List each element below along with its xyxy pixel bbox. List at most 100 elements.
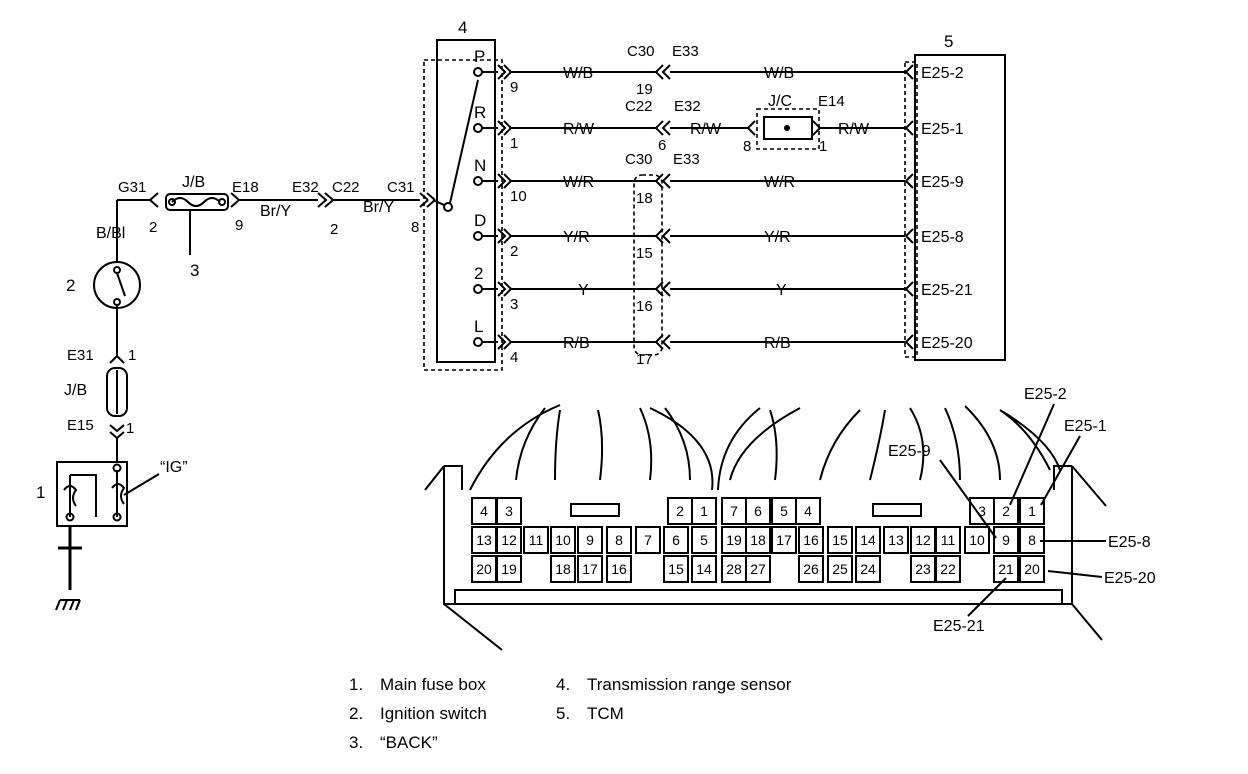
c30-pin: 17 <box>636 351 653 368</box>
position-label: R <box>474 103 486 122</box>
mid-connector-labels: C30 E33 C22 E32 C30 E33 <box>625 43 701 356</box>
c30-pin: 19 <box>636 81 653 98</box>
connector-cell: 11 <box>523 526 549 554</box>
tcm-pin: E25-2 <box>921 65 964 82</box>
position-label: 2 <box>474 264 483 283</box>
e33-mid-label: E33 <box>673 151 700 168</box>
tcm-pin: E25-1 <box>921 121 964 138</box>
connector-cell: 14 <box>855 526 881 554</box>
svg-text:18: 18 <box>750 532 766 548</box>
back-number: 3 <box>190 261 199 280</box>
sensor-pin: 10 <box>510 188 527 205</box>
svg-text:11: 11 <box>941 532 956 548</box>
callout-e25-9: E25-9 <box>888 443 931 460</box>
e18-pin: 9 <box>235 217 243 234</box>
e18-label: E18 <box>232 179 259 196</box>
c22-label: C22 <box>332 179 360 196</box>
ig-label: “IG” <box>160 459 188 476</box>
svg-text:1: 1 <box>700 503 708 519</box>
wire-right-label: R/W <box>838 121 870 138</box>
ignition-switch <box>93 261 141 309</box>
tcm-chevron <box>904 120 914 136</box>
jc-label: J/C <box>768 93 792 110</box>
connector-cell: 24 <box>855 555 881 583</box>
c22-pin: 2 <box>330 221 338 238</box>
contact-terminal <box>473 67 483 77</box>
connector-chevron <box>654 281 671 297</box>
wire-left-label: Y/R <box>563 229 590 246</box>
tcm-pin: E25-20 <box>921 335 973 352</box>
position-label: D <box>474 211 486 230</box>
tcm-chevron <box>904 64 914 80</box>
svg-text:19: 19 <box>501 561 517 577</box>
tcm-pin: E25-8 <box>921 229 964 246</box>
wire-left-label: W/R <box>563 174 594 191</box>
connector-cell: 15 <box>827 526 853 554</box>
tcm-chevron <box>904 281 914 297</box>
e15-label: E15 <box>67 417 94 434</box>
callout-e25-20: E25-20 <box>1104 570 1156 587</box>
svg-text:23: 23 <box>915 561 931 577</box>
svg-text:20: 20 <box>476 561 492 577</box>
sensor-pin: 3 <box>510 296 518 313</box>
svg-text:3: 3 <box>505 503 513 519</box>
legend-item: 1.Main fuse box <box>349 675 486 694</box>
connector-cell: 20 <box>1019 555 1045 583</box>
svg-text:6: 6 <box>672 532 680 548</box>
jc-junction: J/C E14 8 1 <box>743 93 845 155</box>
connector-cell: 1 <box>691 497 717 525</box>
connector-cell: 13 <box>883 526 909 554</box>
contact-terminal <box>473 123 483 133</box>
connector-cell: 7 <box>635 526 661 554</box>
wire-right-label: W/B <box>764 65 794 82</box>
svg-text:9: 9 <box>586 532 594 548</box>
tcm-chevron <box>904 173 914 189</box>
tcm-pin: E25-9 <box>921 174 964 191</box>
svg-text:1: 1 <box>1028 503 1036 519</box>
legend-col-1: 1.Main fuse box 2.Ignition switch 3.“BAC… <box>349 670 487 757</box>
c22-mid-label: C22 <box>625 98 653 115</box>
svg-text:13: 13 <box>888 532 904 548</box>
wire-bbl: B/Bl <box>96 225 125 242</box>
connector-cell: 4 <box>471 497 497 525</box>
connector-chevron <box>654 334 671 350</box>
connector-cell: 6 <box>663 526 689 554</box>
connector-cell: 16 <box>798 526 824 554</box>
svg-text:3: 3 <box>978 503 986 519</box>
position-label: L <box>474 317 483 336</box>
wire-left-label: W/B <box>563 65 593 82</box>
contact-terminal <box>473 284 483 294</box>
power-supply-circuit: 1 “IG” E15 1 J/B E31 1 2 B/Bl G31 <box>36 174 453 611</box>
connector-cell: 2 <box>667 497 693 525</box>
c30-pin: 18 <box>636 190 653 207</box>
connector-cell: 27 <box>745 555 771 583</box>
e14-label: E14 <box>818 93 845 110</box>
contact-terminal <box>473 337 483 347</box>
wire-bry-1: Br/Y <box>260 203 291 220</box>
connector-cell: 20 <box>471 555 497 583</box>
connector-chevron <box>654 120 671 136</box>
connector-chevron <box>497 173 513 189</box>
svg-text:11: 11 <box>529 532 544 548</box>
svg-text:27: 27 <box>750 561 766 577</box>
connector-chevron <box>497 228 513 244</box>
tcm-chevron <box>904 334 914 350</box>
connector-chevron <box>654 64 671 80</box>
connector-chevron <box>654 173 671 189</box>
connector-cell: 16 <box>606 555 632 583</box>
svg-text:8: 8 <box>1028 532 1036 548</box>
svg-text:12: 12 <box>915 532 931 548</box>
jb-lower-label: J/B <box>64 382 87 399</box>
fuse-box-number: 1 <box>36 483 45 502</box>
connector-cell: 18 <box>550 555 576 583</box>
connector-cell: 28 <box>721 555 747 583</box>
svg-text:22: 22 <box>940 561 956 577</box>
jc-in-pin: 8 <box>743 138 751 155</box>
wire-left-label: Y <box>578 282 589 299</box>
ground-icon <box>55 599 81 611</box>
